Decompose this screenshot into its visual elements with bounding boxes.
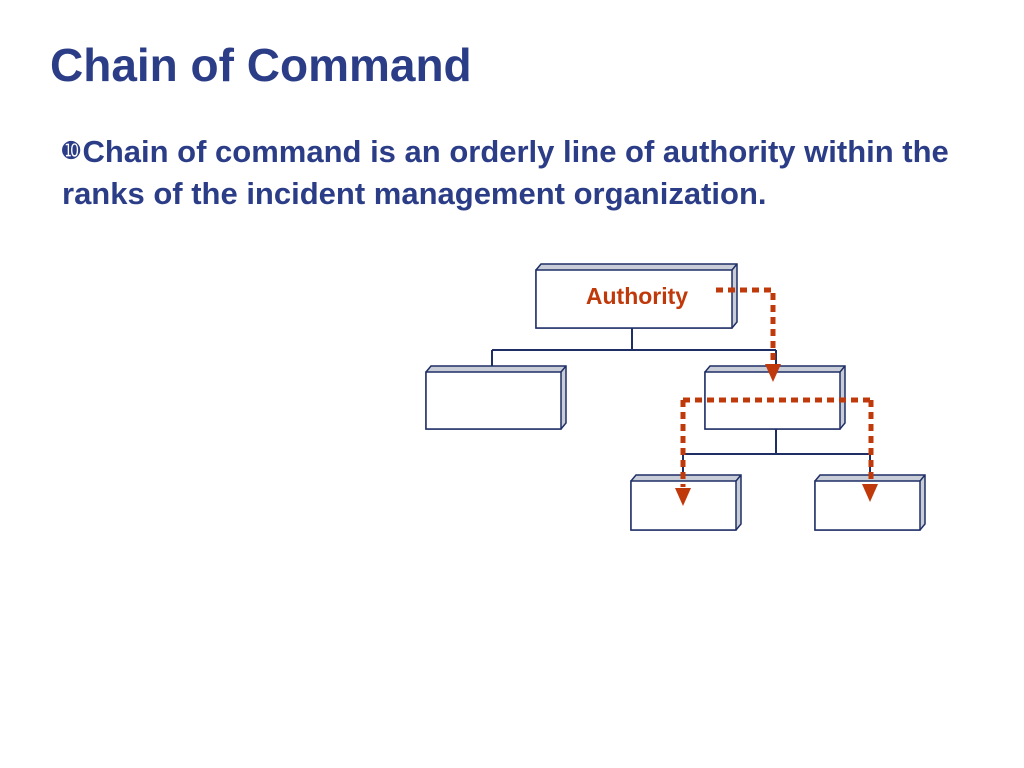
bullet-text: Chain of command is an orderly line of a… [62, 134, 949, 211]
org-box-authority: Authority [535, 263, 738, 329]
slide-title: Chain of Command [50, 39, 472, 91]
flow-path-top [716, 287, 776, 362]
bullet-point: ➓Chain of command is an orderly line of … [62, 130, 962, 215]
arrowheads [675, 364, 878, 506]
bullet-glyph-icon: ➓ [62, 138, 81, 163]
org-box-level1-left [425, 365, 567, 430]
authority-flow-arrows [680, 287, 874, 487]
arrowhead-down-icon [862, 484, 878, 502]
authority-label: Authority [586, 283, 688, 309]
org-box-level2-right [814, 474, 926, 531]
org-box-level2-left [630, 474, 742, 531]
arrowhead-down-icon [765, 364, 781, 382]
arrowhead-down-icon [675, 488, 691, 506]
